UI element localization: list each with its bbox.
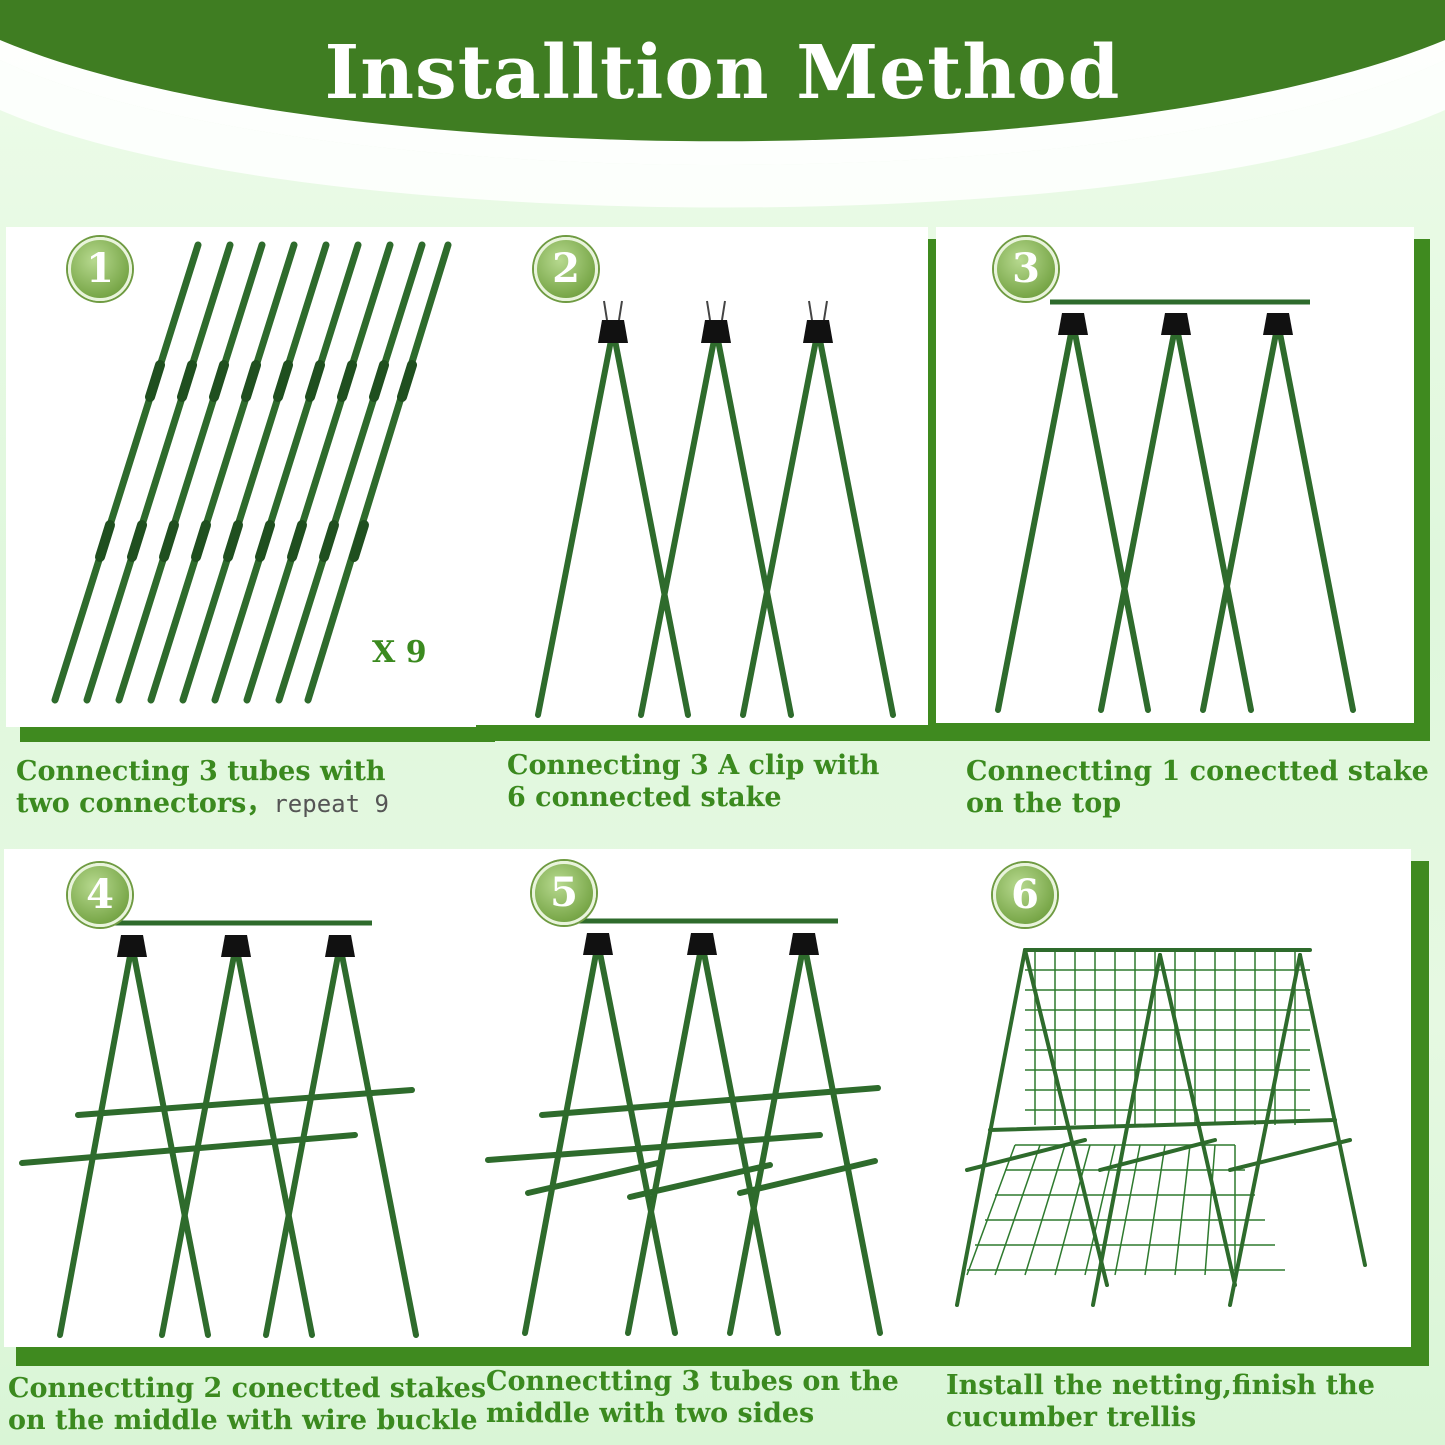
caption-line-1: Connecting 3 A clip with xyxy=(507,750,880,781)
page-title: Installtion Method xyxy=(324,30,1121,116)
step-5-panel: 5 xyxy=(470,845,950,1370)
step-5-caption: Connectting 3 tubes on the middle with t… xyxy=(486,1366,899,1430)
step-4-panel: 4 xyxy=(0,845,495,1370)
step-number-badge: 6 xyxy=(993,863,1057,927)
step-6-panel: 6 xyxy=(925,845,1435,1370)
side-tubes-illustration xyxy=(485,918,883,1336)
step-4-caption: Connectting 2 conectted stakes on the mi… xyxy=(8,1373,486,1437)
panel-card xyxy=(4,849,474,1347)
caption-line-2: middle with two sides xyxy=(486,1398,815,1429)
caption-line-1: Connecting 3 tubes with xyxy=(16,756,386,787)
caption-line-1: Install the netting,finish the xyxy=(946,1370,1375,1401)
caption-line-2: 6 connected stake xyxy=(507,782,782,813)
panel-card xyxy=(474,849,929,1347)
step-2-caption: Connecting 3 A clip with 6 connected sta… xyxy=(507,750,879,814)
step-6-caption: Install the netting,finish the cucumber … xyxy=(946,1370,1375,1434)
caption-line-2: on the middle with wire buckle xyxy=(8,1405,478,1436)
caption-line-1: Connectting 2 conectted stakes xyxy=(8,1373,487,1404)
finished-trellis-illustration xyxy=(955,948,1367,1307)
quantity-label: X 9 xyxy=(372,635,427,670)
tubes-illustration xyxy=(51,241,452,704)
step-number-badge: 2 xyxy=(534,237,598,301)
caption-line-2: cucumber trellis xyxy=(946,1402,1197,1433)
step-number-badge: 1 xyxy=(68,237,132,301)
step-2-panel: 2 xyxy=(470,225,950,745)
step-3-panel: 3 xyxy=(930,225,1435,745)
caption-line-2-text: two connectors， xyxy=(16,788,274,819)
top-stake-illustration xyxy=(995,299,1356,713)
step-number-badge: 5 xyxy=(532,861,596,925)
step-1-panel: 1 X 9 xyxy=(0,225,500,745)
header-banner xyxy=(0,0,1445,208)
caption-line-2: on the top xyxy=(966,788,1122,819)
a-clip-illustration xyxy=(535,300,896,718)
step-1-caption: Connecting 3 tubes with two connectors，r… xyxy=(16,756,389,820)
caption-line-2-mono: repeat 9 xyxy=(273,790,389,818)
step-number-badge: 4 xyxy=(68,863,132,927)
caption-line-1: Connectting 3 tubes on the xyxy=(486,1366,899,1397)
step-3-caption: Connectting 1 conectted stake on the top xyxy=(966,756,1429,820)
step-number-badge: 3 xyxy=(994,237,1058,301)
caption-line-2: two connectors，repeat 9 xyxy=(16,788,389,820)
panel-card xyxy=(936,227,1414,723)
middle-stakes-illustration xyxy=(19,920,419,1338)
caption-line-1: Connectting 1 conectted stake xyxy=(966,756,1429,787)
